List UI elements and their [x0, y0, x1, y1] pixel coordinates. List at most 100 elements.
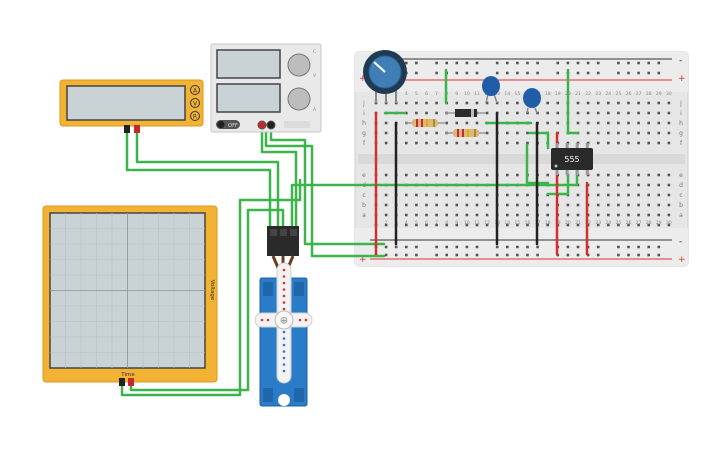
rail-hole[interactable] [596, 253, 600, 257]
breadboard-hole[interactable] [607, 101, 610, 105]
rail-hole[interactable] [556, 61, 560, 65]
multimeter-com-terminal[interactable] [124, 125, 130, 133]
breadboard-hole[interactable] [475, 173, 479, 177]
rail-hole[interactable] [576, 71, 580, 75]
rail-hole[interactable] [617, 71, 620, 75]
breadboard-hole[interactable] [384, 173, 388, 177]
breadboard-hole[interactable] [576, 111, 580, 115]
breadboard-hole[interactable] [657, 223, 661, 227]
breadboard-hole[interactable] [627, 193, 630, 197]
breadboard-hole[interactable] [556, 121, 560, 125]
breadboard-hole[interactable] [617, 223, 620, 227]
multimeter-mode-v-button[interactable] [190, 98, 200, 108]
breadboard-hole[interactable] [485, 193, 489, 197]
breadboard-hole[interactable] [425, 173, 428, 177]
breadboard-hole[interactable] [596, 193, 600, 197]
rail-hole[interactable] [445, 245, 448, 249]
rail-hole[interactable] [506, 253, 509, 257]
rail-hole[interactable] [637, 253, 640, 257]
breadboard-hole[interactable] [627, 141, 630, 145]
power-supply-voltage-knob[interactable] [287, 53, 311, 77]
breadboard-hole[interactable] [596, 141, 600, 145]
breadboard-hole[interactable] [637, 203, 640, 207]
rail-hole[interactable] [506, 71, 509, 75]
rail-hole[interactable] [586, 71, 590, 75]
breadboard-hole[interactable] [627, 203, 630, 207]
wire-555-output-servo[interactable] [290, 168, 579, 230]
breadboard-hole[interactable] [607, 111, 610, 115]
rail-hole[interactable] [435, 71, 438, 75]
breadboard-hole[interactable] [384, 131, 388, 135]
breadboard-hole[interactable] [607, 223, 610, 227]
breadboard-hole[interactable] [435, 193, 438, 197]
rail-hole[interactable] [617, 61, 620, 65]
breadboard-hole[interactable] [667, 223, 671, 227]
breadboard-hole[interactable] [657, 213, 661, 217]
rail-hole[interactable] [405, 61, 408, 65]
breadboard-hole[interactable] [526, 193, 529, 197]
rail-hole[interactable] [475, 61, 479, 65]
breadboard-hole[interactable] [596, 203, 600, 207]
rail-hole[interactable] [596, 61, 600, 65]
breadboard-hole[interactable] [415, 193, 418, 197]
breadboard-hole[interactable] [596, 121, 600, 125]
breadboard-hole[interactable] [637, 183, 640, 187]
breadboard-hole[interactable] [617, 121, 620, 125]
rail-hole[interactable] [536, 71, 539, 75]
rail-hole[interactable] [637, 245, 640, 249]
breadboard-hole[interactable] [647, 141, 650, 145]
breadboard-hole[interactable] [667, 193, 671, 197]
breadboard-hole[interactable] [637, 131, 640, 135]
breadboard-hole[interactable] [506, 223, 509, 227]
breadboard-hole[interactable] [627, 183, 630, 187]
breadboard-hole[interactable] [435, 131, 438, 135]
breadboard-hole[interactable] [516, 141, 519, 145]
breadboard-hole[interactable] [647, 173, 650, 177]
multimeter-mode-a-button[interactable] [190, 85, 200, 95]
capacitor-1[interactable] [482, 76, 500, 104]
breadboard-hole[interactable] [445, 121, 448, 125]
breadboard-hole[interactable] [617, 183, 620, 187]
breadboard-hole[interactable] [546, 173, 549, 177]
breadboard-hole[interactable] [607, 183, 610, 187]
breadboard-hole[interactable] [607, 213, 610, 217]
breadboard-hole[interactable] [435, 203, 438, 207]
breadboard-hole[interactable] [576, 213, 580, 217]
breadboard-hole[interactable] [435, 213, 438, 217]
rail-hole[interactable] [556, 71, 560, 75]
breadboard-hole[interactable] [384, 193, 388, 197]
multimeter-mode-r-button[interactable] [190, 111, 200, 121]
breadboard-hole[interactable] [526, 203, 529, 207]
breadboard-hole[interactable] [637, 223, 640, 227]
breadboard-hole[interactable] [607, 121, 610, 125]
breadboard-hole[interactable] [637, 141, 640, 145]
breadboard-hole[interactable] [415, 173, 418, 177]
breadboard-hole[interactable] [475, 213, 479, 217]
breadboard-hole[interactable] [384, 213, 388, 217]
breadboard-hole[interactable] [556, 111, 560, 115]
oscilloscope-probe-terminal[interactable] [128, 378, 134, 386]
breadboard-hole[interactable] [516, 111, 519, 115]
rail-hole[interactable] [576, 253, 580, 257]
breadboard-hole[interactable] [506, 141, 509, 145]
breadboard-hole[interactable] [657, 173, 661, 177]
breadboard-hole[interactable] [475, 203, 479, 207]
breadboard-hole[interactable] [627, 213, 630, 217]
breadboard-hole[interactable] [657, 131, 661, 135]
rail-hole[interactable] [445, 253, 448, 257]
breadboard-hole[interactable] [425, 203, 428, 207]
breadboard-hole[interactable] [384, 121, 388, 125]
wire-bb-discharge[interactable] [546, 173, 570, 196]
rail-hole[interactable] [475, 253, 479, 257]
breadboard-hole[interactable] [425, 111, 428, 115]
breadboard-hole[interactable] [657, 203, 661, 207]
breadboard-hole[interactable] [647, 111, 650, 115]
breadboard-hole[interactable] [596, 101, 600, 105]
breadboard-hole[interactable] [415, 141, 418, 145]
breadboard-hole[interactable] [546, 213, 549, 217]
breadboard-hole[interactable] [546, 203, 549, 207]
rail-hole[interactable] [526, 71, 529, 75]
breadboard-hole[interactable] [637, 111, 640, 115]
breadboard-hole[interactable] [485, 173, 489, 177]
breadboard-hole[interactable] [485, 101, 489, 105]
